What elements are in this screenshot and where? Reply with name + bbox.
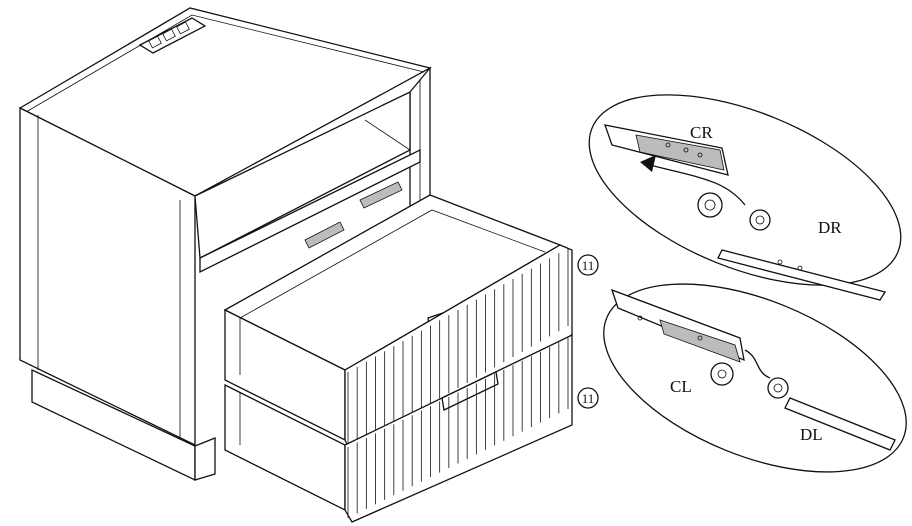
label-drawer-rail-left: DL: [800, 425, 823, 444]
insert-arrow: [744, 349, 771, 379]
rail-wheel: [710, 362, 734, 386]
drawer-rail-wheel: [767, 377, 789, 399]
drawer-rail: [717, 249, 887, 301]
label-cabinet-rail-right: CR: [690, 123, 713, 142]
detail-frame: [588, 94, 902, 286]
inner-runner: [304, 221, 345, 249]
middle-shelf: [199, 148, 421, 274]
step-number: 11: [582, 391, 595, 406]
step-callout-lower: 11: [577, 387, 599, 409]
step-callout-upper: 11: [577, 254, 599, 276]
arrow-head-icon: [640, 155, 656, 172]
nightstand-cabinet: [18, 7, 432, 482]
cabinet-left-side: [19, 106, 196, 447]
step-number: 11: [582, 258, 595, 273]
detail-right-slide: CR DR: [588, 94, 902, 301]
inner-runner: [359, 181, 403, 209]
drawer-rail-wheel: [749, 209, 771, 231]
power-outlet-panel: [138, 17, 207, 54]
detail-left-slide: CL DL: [603, 283, 907, 473]
lower-drawer: [224, 333, 573, 523]
lower-drawer-front: [344, 333, 573, 523]
drawer-rail: [784, 397, 896, 451]
lower-drawer-handle-slot: [441, 371, 499, 411]
label-cabinet-rail-left: CL: [670, 377, 692, 396]
insert-arrow: [649, 164, 746, 206]
rail-wheel: [697, 192, 723, 218]
label-drawer-rail-right: DR: [818, 218, 842, 237]
